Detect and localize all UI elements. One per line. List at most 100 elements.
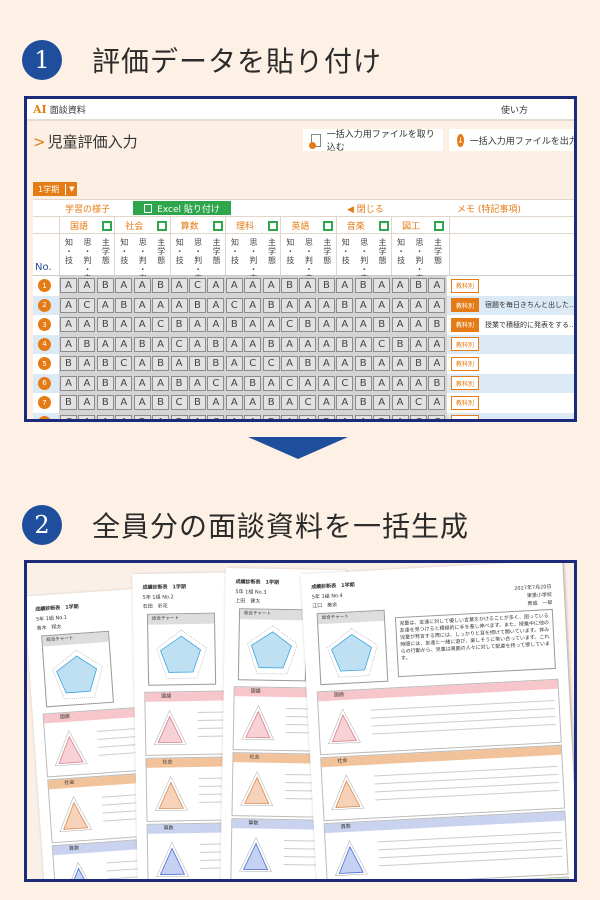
grade-cell[interactable]: A <box>188 414 206 419</box>
grade-cell[interactable]: B <box>188 356 206 372</box>
grade-cell[interactable]: A <box>115 317 133 333</box>
grade-cell[interactable]: A <box>225 375 243 391</box>
grade-cell[interactable]: C <box>281 317 299 333</box>
grade-cell[interactable]: B <box>262 297 280 313</box>
grade-cell[interactable]: A <box>336 356 354 372</box>
close-link[interactable]: ◀ 閉じる <box>347 205 384 215</box>
excel-icon[interactable] <box>378 220 389 231</box>
excel-icon[interactable] <box>268 220 279 231</box>
grade-cell[interactable]: A <box>373 278 391 294</box>
grade-cell[interactable]: B <box>60 356 77 372</box>
grade-cell[interactable]: B <box>354 356 372 372</box>
grade-cell[interactable]: A <box>133 375 151 391</box>
grade-cell[interactable]: C <box>170 395 188 411</box>
grade-cell[interactable]: B <box>78 336 96 352</box>
grade-cell[interactable]: A <box>225 278 243 294</box>
grade-cell[interactable]: B <box>244 375 262 391</box>
grade-cell[interactable]: A <box>225 395 243 411</box>
excel-icon[interactable] <box>212 220 223 231</box>
grade-cell[interactable]: B <box>281 278 299 294</box>
grade-cell[interactable]: B <box>225 317 243 333</box>
grade-cell[interactable]: A <box>78 395 96 411</box>
grade-cell[interactable]: A <box>96 336 114 352</box>
grade-cell[interactable]: A <box>317 336 335 352</box>
subject-detail-button[interactable]: 教科別 <box>451 317 479 332</box>
grade-cell[interactable]: A <box>115 414 133 419</box>
grade-cell[interactable]: A <box>391 356 409 372</box>
grade-cell[interactable]: A <box>170 297 188 313</box>
grade-cell[interactable]: A <box>244 395 262 411</box>
grade-cell[interactable]: B <box>60 395 77 411</box>
help-link[interactable]: 使い方 <box>500 105 528 116</box>
grade-cell[interactable]: C <box>152 317 170 333</box>
grade-cell[interactable]: A <box>152 336 170 352</box>
grade-cell[interactable]: B <box>428 317 446 333</box>
grade-cell[interactable]: A <box>115 395 133 411</box>
grade-cell[interactable]: A <box>244 317 262 333</box>
grade-cell[interactable]: B <box>96 317 114 333</box>
grade-cell[interactable]: B <box>207 356 225 372</box>
grade-cell[interactable]: B <box>354 375 372 391</box>
grade-cell[interactable]: A <box>207 395 225 411</box>
grade-cell[interactable]: A <box>391 395 409 411</box>
grade-cell[interactable]: A <box>188 375 206 391</box>
excel-icon[interactable] <box>102 220 112 231</box>
grade-cell[interactable]: A <box>60 278 77 294</box>
grade-cell[interactable]: C <box>373 336 391 352</box>
grade-cell[interactable]: C <box>428 414 446 419</box>
grade-cell[interactable]: A <box>373 297 391 313</box>
grade-cell[interactable]: A <box>207 317 225 333</box>
grade-cell[interactable]: A <box>317 395 335 411</box>
grade-cell[interactable]: A <box>244 336 262 352</box>
grade-cell[interactable]: A <box>188 336 206 352</box>
grade-cell[interactable]: C <box>188 278 206 294</box>
grade-cell[interactable]: A <box>317 297 335 313</box>
grade-cell[interactable]: A <box>281 297 299 313</box>
grade-cell[interactable]: A <box>152 375 170 391</box>
grade-cell[interactable]: B <box>262 336 280 352</box>
grade-cell[interactable]: A <box>317 317 335 333</box>
grade-cell[interactable]: A <box>133 395 151 411</box>
grade-cell[interactable]: B <box>354 395 372 411</box>
excel-icon[interactable] <box>157 220 168 231</box>
grade-cell[interactable]: A <box>262 375 280 391</box>
grade-cell[interactable]: C <box>60 414 77 419</box>
grade-cell[interactable]: A <box>428 278 446 294</box>
memo-cell[interactable]: 宿題を毎日きちんと出した… <box>485 301 576 310</box>
grade-cell[interactable]: B <box>170 317 188 333</box>
grade-cell[interactable]: A <box>373 356 391 372</box>
grade-cell[interactable]: A <box>354 336 372 352</box>
grade-cell[interactable]: A <box>78 356 96 372</box>
grade-cell[interactable]: B <box>152 356 170 372</box>
grade-cell[interactable]: A <box>170 356 188 372</box>
grade-cell[interactable]: A <box>281 356 299 372</box>
grade-cell[interactable]: A <box>207 297 225 313</box>
grade-cell[interactable]: A <box>299 297 317 313</box>
subject-detail-button[interactable]: 教科別 <box>451 415 479 419</box>
grade-cell[interactable]: C <box>410 395 427 411</box>
term-select[interactable]: 1学期 ▼ <box>33 182 78 196</box>
grade-cell[interactable]: B <box>262 395 280 411</box>
grade-cell[interactable]: B <box>336 297 354 313</box>
grade-cell[interactable]: A <box>373 395 391 411</box>
grade-cell[interactable]: C <box>78 297 96 313</box>
grade-cell[interactable]: C <box>207 414 225 419</box>
grade-cell[interactable]: A <box>428 395 446 411</box>
subject-detail-button[interactable]: 教科別 <box>451 356 479 371</box>
grade-cell[interactable]: B <box>373 317 391 333</box>
grade-cell[interactable]: A <box>170 278 188 294</box>
grade-cell[interactable]: B <box>410 278 427 294</box>
grade-cell[interactable]: A <box>115 278 133 294</box>
grade-cell[interactable]: A <box>299 375 317 391</box>
grade-cell[interactable]: B <box>373 414 391 419</box>
grade-cell[interactable]: B <box>207 336 225 352</box>
grade-cell[interactable]: C <box>410 414 427 419</box>
grade-cell[interactable]: A <box>60 375 77 391</box>
grade-cell[interactable]: C <box>225 297 243 313</box>
grade-cell[interactable]: A <box>336 278 354 294</box>
grade-cell[interactable]: A <box>133 356 151 372</box>
grade-cell[interactable]: B <box>391 336 409 352</box>
grade-cell[interactable]: A <box>133 297 151 313</box>
grade-cell[interactable]: A <box>354 297 372 313</box>
grade-cell[interactable]: A <box>225 356 243 372</box>
